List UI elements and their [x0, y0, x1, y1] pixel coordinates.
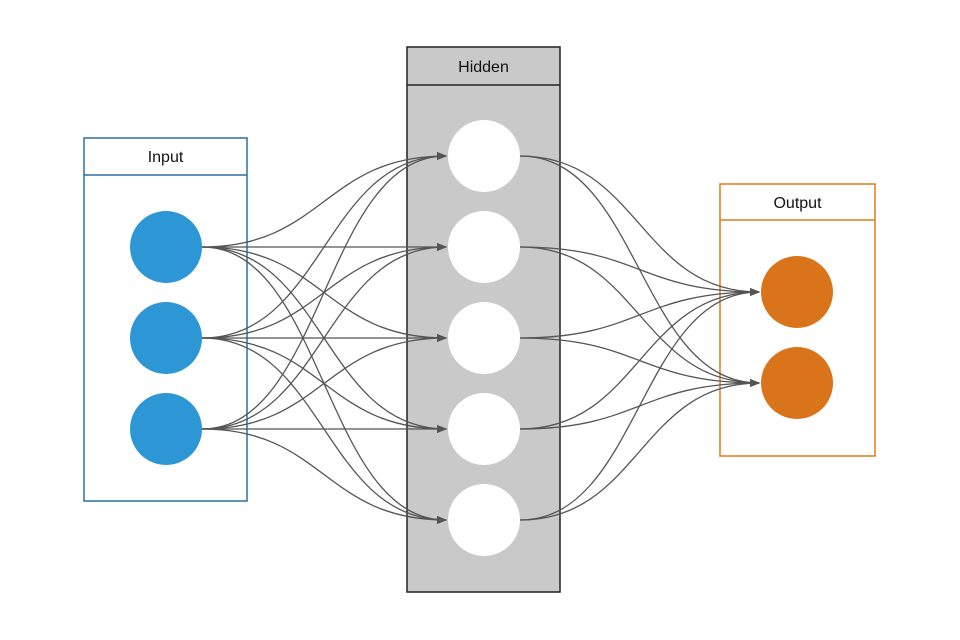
hidden-node-2: [448, 211, 520, 283]
connection-hidden-2-to-output-1: [519, 246, 760, 296]
connection-hidden-5-to-output-2: [519, 379, 760, 521]
output-layer-title: Output: [773, 195, 822, 212]
connection-hidden-1-to-output-1: [519, 155, 760, 296]
connection-input-3-to-hidden-5: [201, 428, 447, 524]
connection-input-1-to-hidden-1: [201, 152, 447, 248]
connection-hidden-4-to-output-1: [519, 288, 760, 430]
output-node-1: [761, 256, 833, 328]
hidden-node-5: [448, 484, 520, 556]
connection-hidden-5-to-output-1: [519, 288, 760, 521]
connection-input-3-to-hidden-3: [201, 334, 447, 430]
output-node-2: [761, 347, 833, 419]
connection-input-3-to-hidden-2: [201, 243, 447, 430]
input-node-3: [130, 393, 202, 465]
nodes: [130, 120, 833, 556]
connection-input-3-to-hidden-1: [201, 152, 447, 430]
hidden-layer-title: Hidden: [458, 59, 509, 76]
connections: [201, 152, 760, 524]
hidden-node-1: [448, 120, 520, 192]
connection-input-2-to-hidden-1: [201, 152, 447, 339]
input-node-2: [130, 302, 202, 374]
hidden-node-4: [448, 393, 520, 465]
hidden-node-3: [448, 302, 520, 374]
input-node-1: [130, 211, 202, 283]
connection-hidden-3-to-output-1: [519, 288, 760, 339]
input-layer-title: Input: [148, 149, 184, 166]
